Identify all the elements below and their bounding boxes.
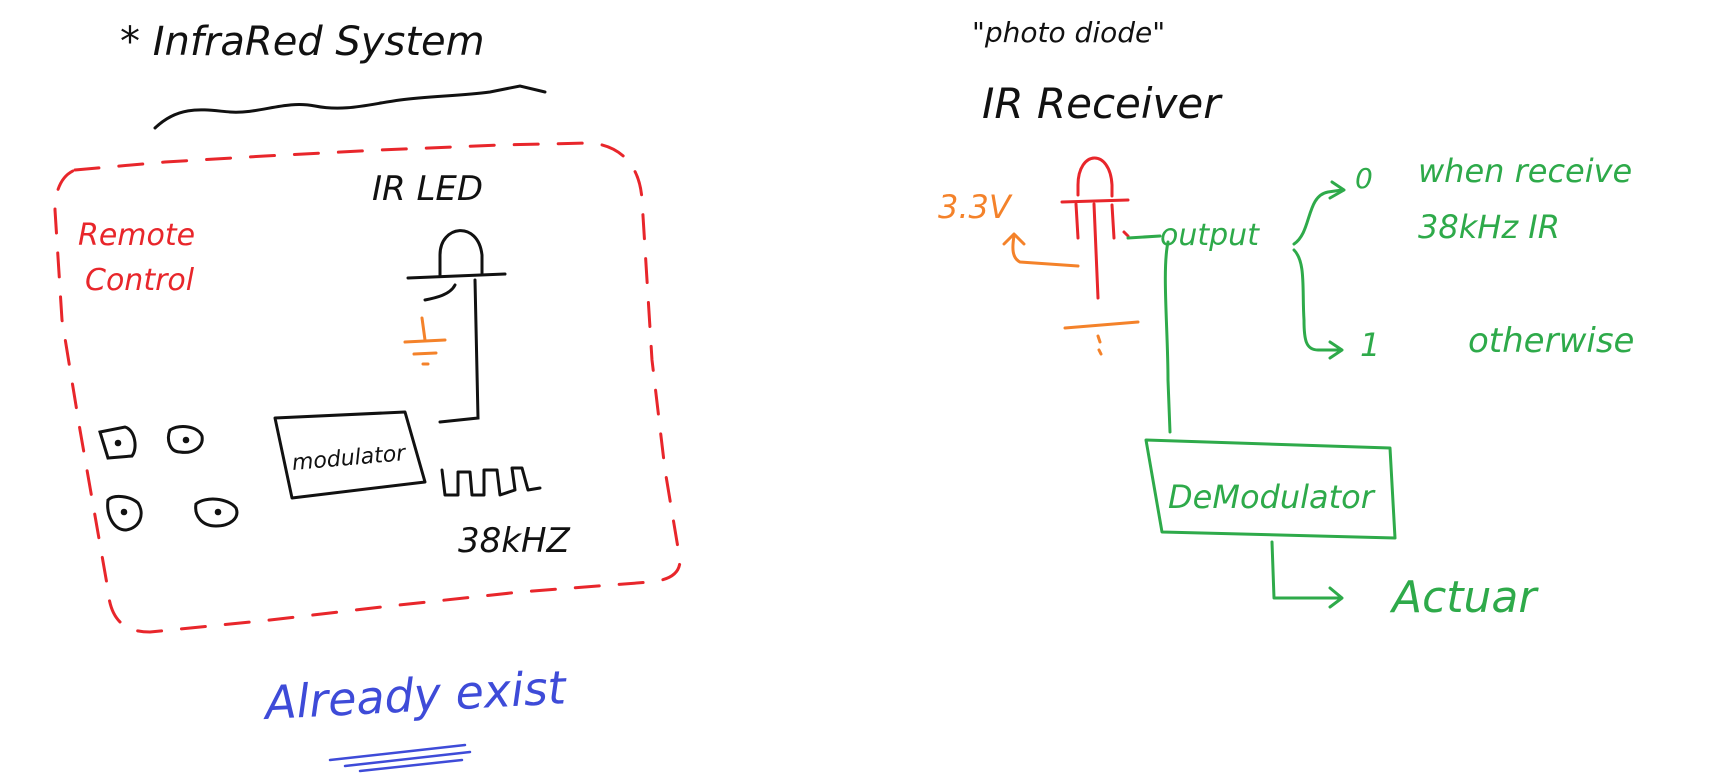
state-zero-text-line1: when receive [1418,152,1632,190]
modulator-label: modulator [291,441,408,476]
system-title: * InfraRed System [120,19,485,65]
ir-led-symbol [406,229,507,424]
demodulator-box [1144,438,1397,540]
title-underline-squiggle [153,84,547,130]
remote-buttons [98,425,239,532]
photo-diode-note: "photo diode" [972,16,1165,49]
state-zero-value: 0 [1355,162,1373,195]
actuator-label: Actuar [1389,572,1539,623]
remote-button [166,425,204,454]
remote-button [106,494,143,532]
square-wave-signal [440,466,542,497]
state-zero-text-line2: 38kHz IR [1418,208,1560,246]
state-one-text: otherwise [1468,321,1634,361]
remote-button [194,497,239,528]
voltage-label: 3.3V [938,188,1013,226]
already-exist-note: Already exist [261,660,569,730]
ground-icon [403,316,447,366]
receiver-title: IR Receiver [982,79,1223,128]
remote-label-line1: Remote [78,218,195,253]
ir-led-label: IR LED [372,169,483,209]
frequency-label: 38kHZ [458,521,571,561]
ground-icon [1063,320,1140,356]
output-label: output [1160,218,1260,253]
state-one-value: 1 [1360,326,1380,364]
right-diagram: "photo diode" IR Receiver 3.3V [938,16,1634,623]
left-diagram: * InfraRed System Remote Control IR LED … [53,19,682,773]
footer-underline [328,743,472,773]
modulator-box [273,410,427,500]
output-wiring [1126,180,1346,609]
remote-label-line2: Control [85,263,195,298]
voltage-arrow [1002,232,1080,268]
ir-receiver-symbol [1060,156,1130,300]
remote-button [98,425,137,460]
demodulator-label: DeModulator [1168,478,1376,516]
remote-control-dashed-boundary [53,141,682,634]
